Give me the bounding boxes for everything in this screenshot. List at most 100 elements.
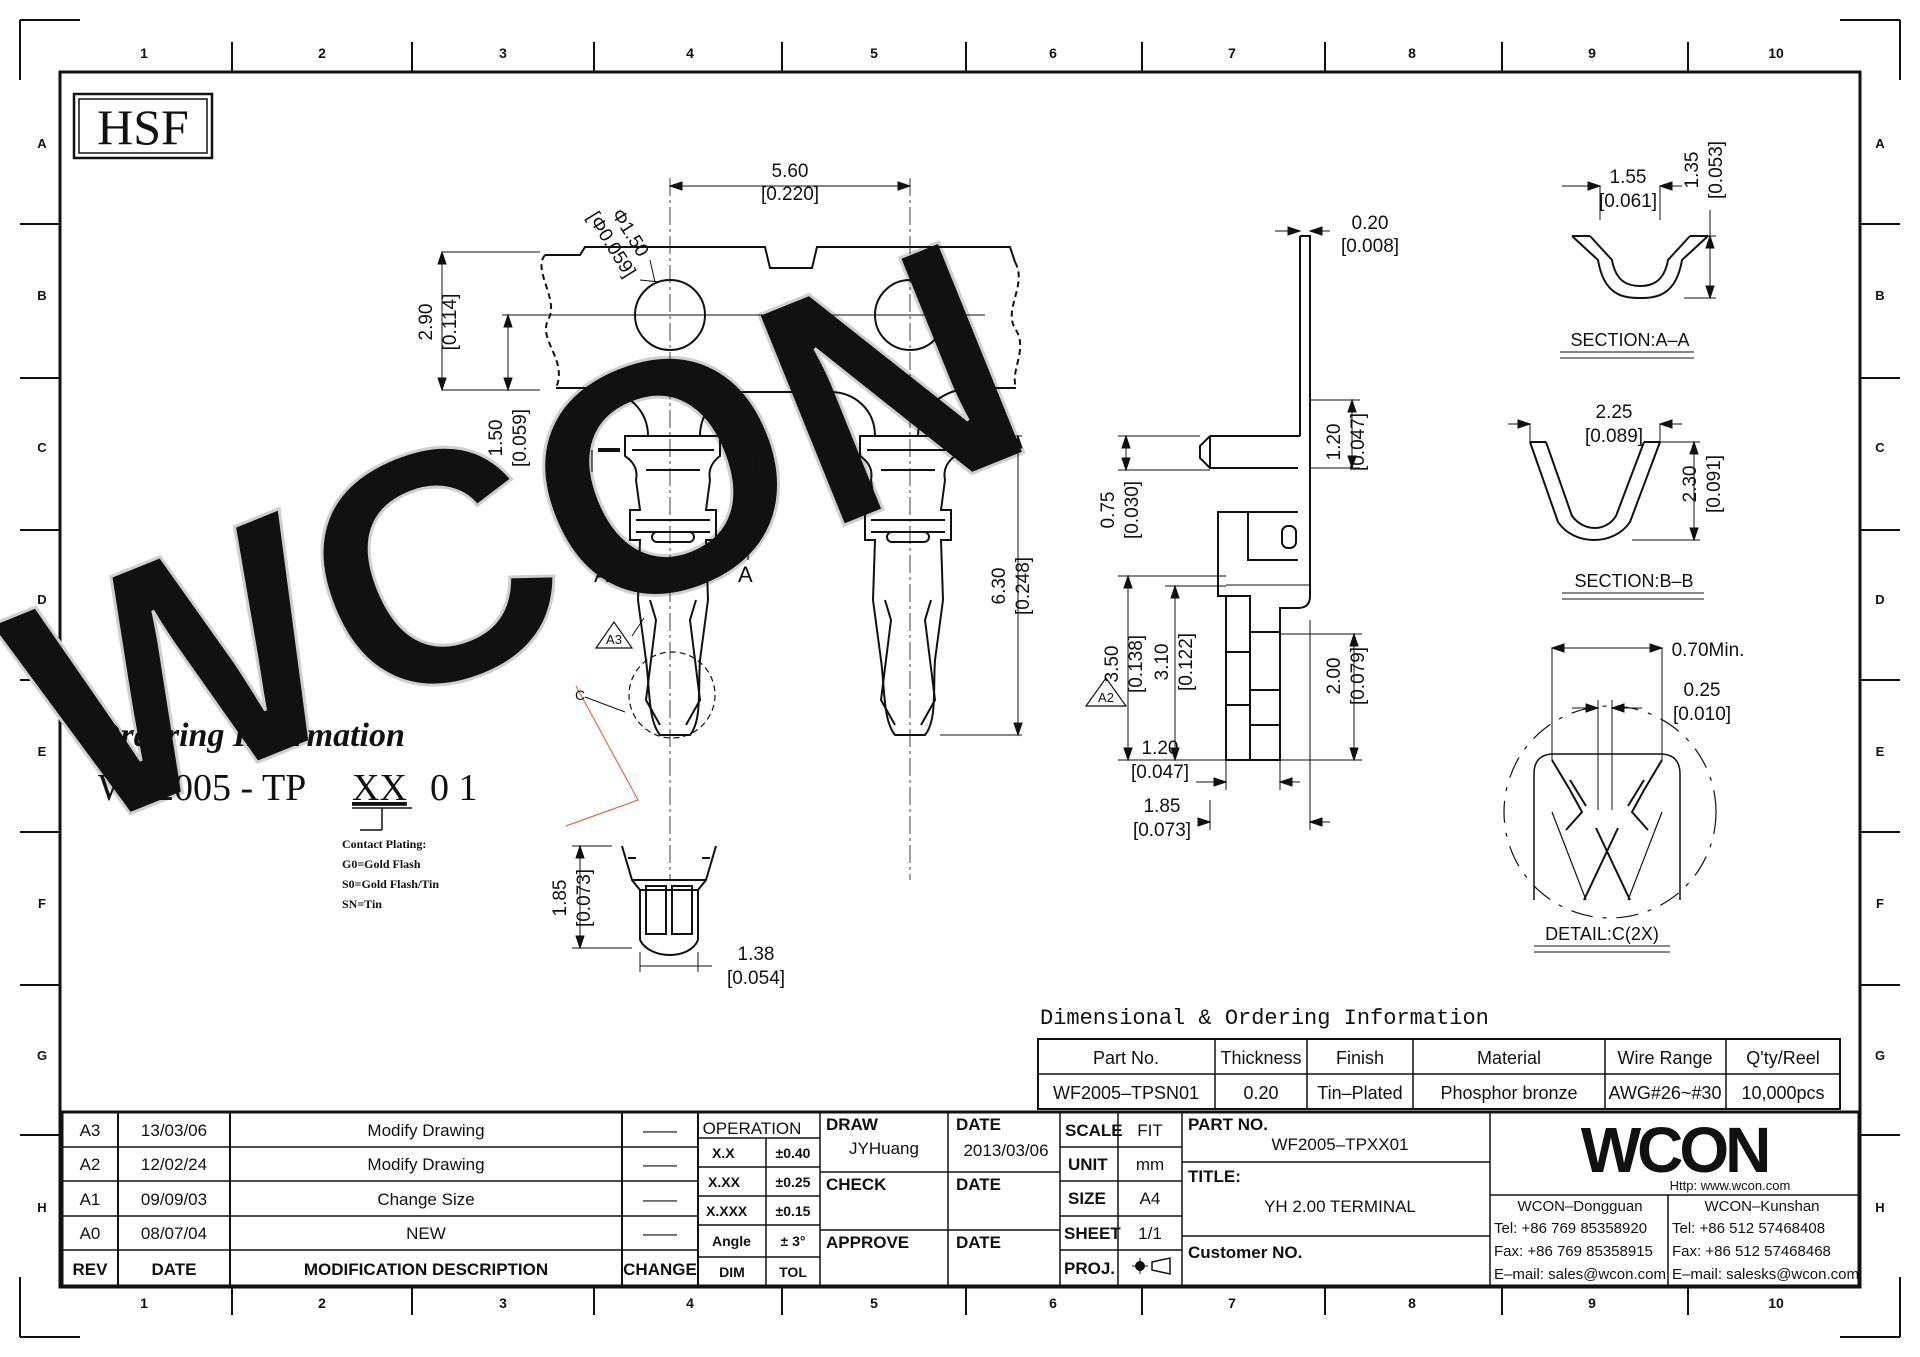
ordering-info: Ordering Information WF2005 - TP XX 0 1 …	[96, 717, 478, 911]
dongguan-name: WCON–Dongguan	[1517, 1198, 1642, 1215]
dim-1-50: 1.50	[486, 420, 507, 457]
dim-0-75-inch: [0.030]	[1122, 481, 1143, 539]
revision-flag-a3: A3	[594, 617, 645, 649]
col-label: 4	[686, 1295, 694, 1311]
dim-1-55: 1.55	[1610, 167, 1647, 188]
tol-val: ±0.25	[776, 1174, 811, 1190]
front-end-dimensions	[572, 844, 712, 972]
draw-date: 2013/03/06	[963, 1141, 1048, 1160]
rev-header: CHANGE	[623, 1260, 697, 1279]
dim-1-38-inch: [0.054]	[727, 968, 785, 989]
dim-0-25-inch: [0.010]	[1673, 704, 1731, 725]
dim-3-10: 3.10	[1152, 644, 1173, 681]
col-label: 3	[499, 45, 507, 61]
col-label: 7	[1228, 1295, 1236, 1311]
col-label: 10	[1768, 1295, 1784, 1311]
order-table-cell: 0.20	[1243, 1083, 1278, 1103]
tolerance-table: OPERATION X.X ±0.40 X.XX ±0.25 X.XXX ±0.…	[703, 1119, 811, 1280]
revision-flag-a3-text: A3	[606, 632, 622, 647]
cut-label-b-right: B	[756, 472, 771, 497]
title-label: TITLE:	[1188, 1167, 1241, 1186]
dim-3-50-inch: [0.138]	[1126, 635, 1147, 693]
check-label: CHECK	[826, 1175, 887, 1194]
customer-no-label: Customer NO.	[1188, 1243, 1302, 1262]
dim-2-90: 2.90	[416, 304, 437, 341]
dim-5-60: 5.60	[772, 161, 809, 182]
proj-label: PROJ.	[1064, 1259, 1115, 1278]
row-labels-right: A B C D E F G H	[1875, 136, 1885, 1215]
rev-date: 12/02/24	[141, 1155, 207, 1174]
row-label: D	[1875, 592, 1884, 607]
projection-symbol-icon	[1132, 1257, 1171, 1275]
dim-1-50-inch: [0.059]	[510, 409, 531, 467]
part-no-label: PART NO.	[1188, 1115, 1268, 1134]
rev-cell: A3	[80, 1121, 101, 1140]
order-table-cell: WF2005–TPSN01	[1053, 1083, 1199, 1103]
rev-cell: A2	[80, 1155, 101, 1174]
kunshan-name: WCON–Kunshan	[1704, 1198, 1819, 1215]
side-view	[1199, 235, 1311, 761]
col-label: 5	[870, 45, 878, 61]
col-label: 1	[140, 45, 148, 61]
top-view-dimensions	[437, 181, 1023, 737]
ordering-note: SN=Tin	[342, 897, 382, 911]
drawer-name: JYHuang	[849, 1139, 919, 1158]
col-label: 2	[318, 1295, 326, 1311]
dim-5-60-inch: [0.220]	[761, 184, 819, 205]
date-label: DATE	[956, 1115, 1001, 1134]
order-table-header: Q'ty/Reel	[1746, 1048, 1819, 1068]
rev-date: 13/03/06	[141, 1121, 207, 1140]
tol-dim: Angle	[712, 1233, 751, 1249]
row-label: C	[1875, 440, 1885, 455]
row-label: B	[37, 288, 46, 303]
ordering-heading: Ordering Information	[96, 717, 405, 754]
dongguan-email: E–mail: sales@wcon.com	[1494, 1266, 1666, 1283]
row-label: C	[37, 440, 47, 455]
rev-change: ——	[643, 1155, 677, 1174]
ordering-code-var: XX	[352, 767, 407, 809]
dim-1-85-b-inch: [0.073]	[1133, 820, 1191, 841]
draw-label: DRAW	[826, 1115, 879, 1134]
kunshan-fax: Fax: +86 512 57468468	[1672, 1243, 1831, 1260]
detail-c-text: 0.70Min. 0.25 [0.010] DETAIL:C(2X)	[1545, 640, 1744, 944]
dim-0-25: 0.25	[1684, 680, 1721, 701]
order-table-header: Finish	[1336, 1048, 1384, 1068]
col-label: 4	[686, 45, 694, 61]
row-label: E	[1876, 744, 1885, 759]
scale-value: FIT	[1137, 1121, 1163, 1140]
dim-1-20-a-inch: [0.047]	[1348, 413, 1369, 471]
dim-6-30-inch: [0.248]	[1013, 557, 1034, 615]
rev-desc: Change Size	[377, 1190, 474, 1209]
row-label: D	[37, 592, 46, 607]
order-table-cell: Phosphor bronze	[1440, 1083, 1577, 1103]
tol-dim: X.XX	[708, 1174, 741, 1190]
dim-2-30-inch: [0.091]	[1704, 455, 1725, 513]
size-value: A4	[1140, 1189, 1161, 1208]
dim-2-30: 2.30	[1680, 466, 1701, 503]
dim-2-00-inch: [0.079]	[1348, 647, 1369, 705]
row-label: H	[1875, 1200, 1884, 1215]
rev-desc: NEW	[406, 1224, 446, 1243]
dim-1-85-a-inch: [0.073]	[574, 869, 595, 927]
row-labels-left: A B C D E F G H	[37, 136, 47, 1215]
cut-label-b-left: B	[578, 472, 593, 497]
part-title: YH 2.00 TERMINAL	[1264, 1197, 1416, 1216]
order-table-cell: Tin–Plated	[1317, 1083, 1402, 1103]
ordering-code-prefix: WF2005 - TP	[98, 767, 306, 809]
order-table-header: Material	[1477, 1048, 1541, 1068]
check-date-label: DATE	[956, 1175, 1001, 1194]
dim-0-75: 0.75	[1098, 492, 1119, 529]
col-label: 9	[1588, 45, 1596, 61]
rev-date: 09/09/03	[141, 1190, 207, 1209]
col-label: 9	[1588, 1295, 1596, 1311]
tol-foot: DIM	[719, 1264, 745, 1280]
rev-cell: A0	[80, 1224, 101, 1243]
column-labels-top: 1 2 3 4 5 6 7 8 9 10	[140, 45, 1784, 61]
rev-header: REV	[73, 1260, 109, 1279]
row-label: A	[1875, 136, 1885, 151]
section-a-a-label: SECTION:A–A	[1570, 330, 1689, 350]
section-a-a-text: 1.55 [0.061] 1.35 [0.053] SECTION:A–A	[1570, 141, 1727, 350]
dim-1-35: 1.35	[1682, 152, 1703, 189]
revision-flag-a2: A2	[1084, 676, 1128, 707]
